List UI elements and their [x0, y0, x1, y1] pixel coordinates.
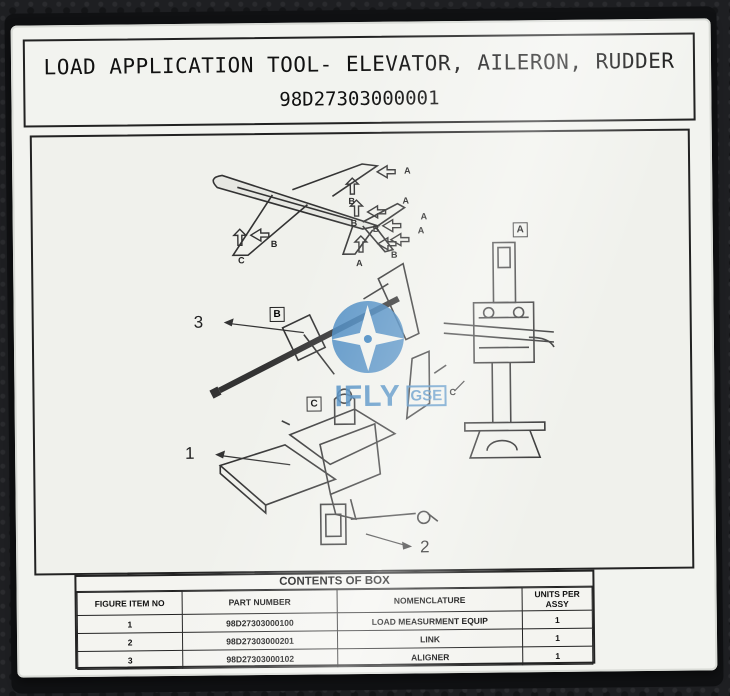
part-cell: 98D27303000100: [182, 612, 338, 633]
watermark-logo-icon: [331, 300, 404, 373]
watermark-brand: IFLY: [334, 379, 401, 414]
detail-a-drawing: [433, 241, 555, 459]
watermark-suffix: GSE: [406, 385, 447, 407]
airplane-label: A: [418, 225, 425, 235]
airplane-label: B: [348, 196, 355, 206]
part-cell: 98D27303000102: [182, 648, 338, 669]
units-cell: 1: [522, 646, 593, 665]
nomenclature-cell: ALIGNER: [337, 646, 523, 667]
instruction-sheet: LOAD APPLICATION TOOL- ELEVATOR, AILERON…: [10, 18, 718, 678]
airplane-label: A: [356, 258, 363, 268]
airplane-label: A: [421, 211, 428, 221]
load-equip-drawing: [218, 388, 439, 546]
callout-item-3: 3: [193, 312, 204, 332]
column-header: FIGURE ITEM NO: [77, 591, 183, 616]
airplane-label: A: [402, 196, 409, 206]
item-cell: 2: [77, 632, 183, 652]
detail-label-a: A: [512, 222, 528, 238]
item-cell: 3: [77, 650, 183, 670]
airplane-label: C: [449, 387, 456, 397]
document-part-number: 98D27303000001: [279, 87, 440, 111]
callout-item-2: 2: [419, 537, 430, 557]
nomenclature-cell: LOAD MEASURMENT EQUIP: [337, 610, 523, 631]
document-title: LOAD APPLICATION TOOL- ELEVATOR, AILERON…: [43, 48, 675, 80]
figure-panel: A B A B A B A B A B C C IFLY GSE A B: [29, 128, 695, 576]
units-cell: 1: [522, 628, 593, 647]
title-block: LOAD APPLICATION TOOL- ELEVATOR, AILERON…: [22, 32, 696, 128]
contents-table: FIGURE ITEM NO PART NUMBER NOMENCLATURE …: [77, 587, 594, 670]
airplane-label: B: [351, 218, 358, 228]
column-header: PART NUMBER: [182, 589, 338, 615]
detail-label-b: B: [269, 306, 285, 322]
item-cell: 1: [77, 614, 183, 634]
contents-table-block: CONTENTS OF BOX FIGURE ITEM NO PART NUMB…: [74, 569, 596, 670]
column-header: NOMENCLATURE: [337, 587, 523, 613]
airplane-label: A: [404, 165, 411, 175]
nomenclature-cell: LINK: [337, 628, 523, 649]
column-header: UNITS PER ASSY: [522, 587, 593, 611]
airplane-label: B: [391, 250, 398, 260]
airplane-label: C: [238, 255, 245, 265]
units-cell: 1: [522, 610, 593, 629]
tool-illustration: A B A B A B A B A B C C: [209, 163, 555, 550]
detail-label-c: C: [306, 396, 322, 412]
airplane-drawing: [212, 163, 407, 257]
airplane-label: B: [373, 224, 380, 234]
callout-item-1: 1: [184, 443, 195, 463]
airplane-label: B: [271, 239, 278, 249]
part-cell: 98D27303000201: [182, 630, 338, 651]
